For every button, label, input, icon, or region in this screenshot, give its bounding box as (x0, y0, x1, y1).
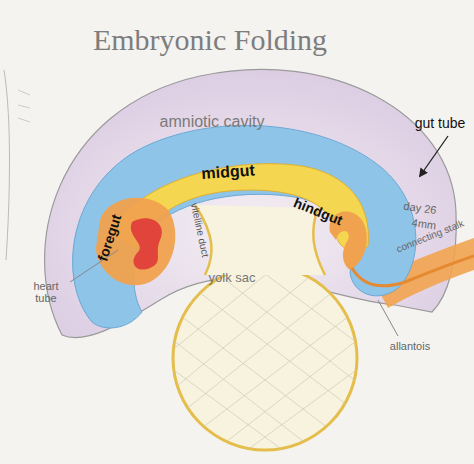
heart-tube (131, 218, 162, 269)
pencil-sketch (4, 70, 10, 260)
part-label: gut tube (415, 116, 466, 131)
allantois (352, 256, 474, 286)
part-label: midgut (201, 161, 255, 182)
part-label: yolk sac (209, 271, 256, 285)
foregut-region (96, 198, 175, 286)
ectoderm (73, 125, 416, 328)
leader-arrow (420, 136, 448, 176)
part-label: amniotic cavity (160, 113, 265, 131)
pencil-sketch (18, 90, 30, 122)
part-label: heart tube (28, 280, 64, 304)
yolk-mesh (160, 255, 380, 464)
leader-line (378, 300, 398, 336)
title: Embryonic Folding (93, 23, 327, 57)
part-label: allantois (390, 340, 430, 352)
